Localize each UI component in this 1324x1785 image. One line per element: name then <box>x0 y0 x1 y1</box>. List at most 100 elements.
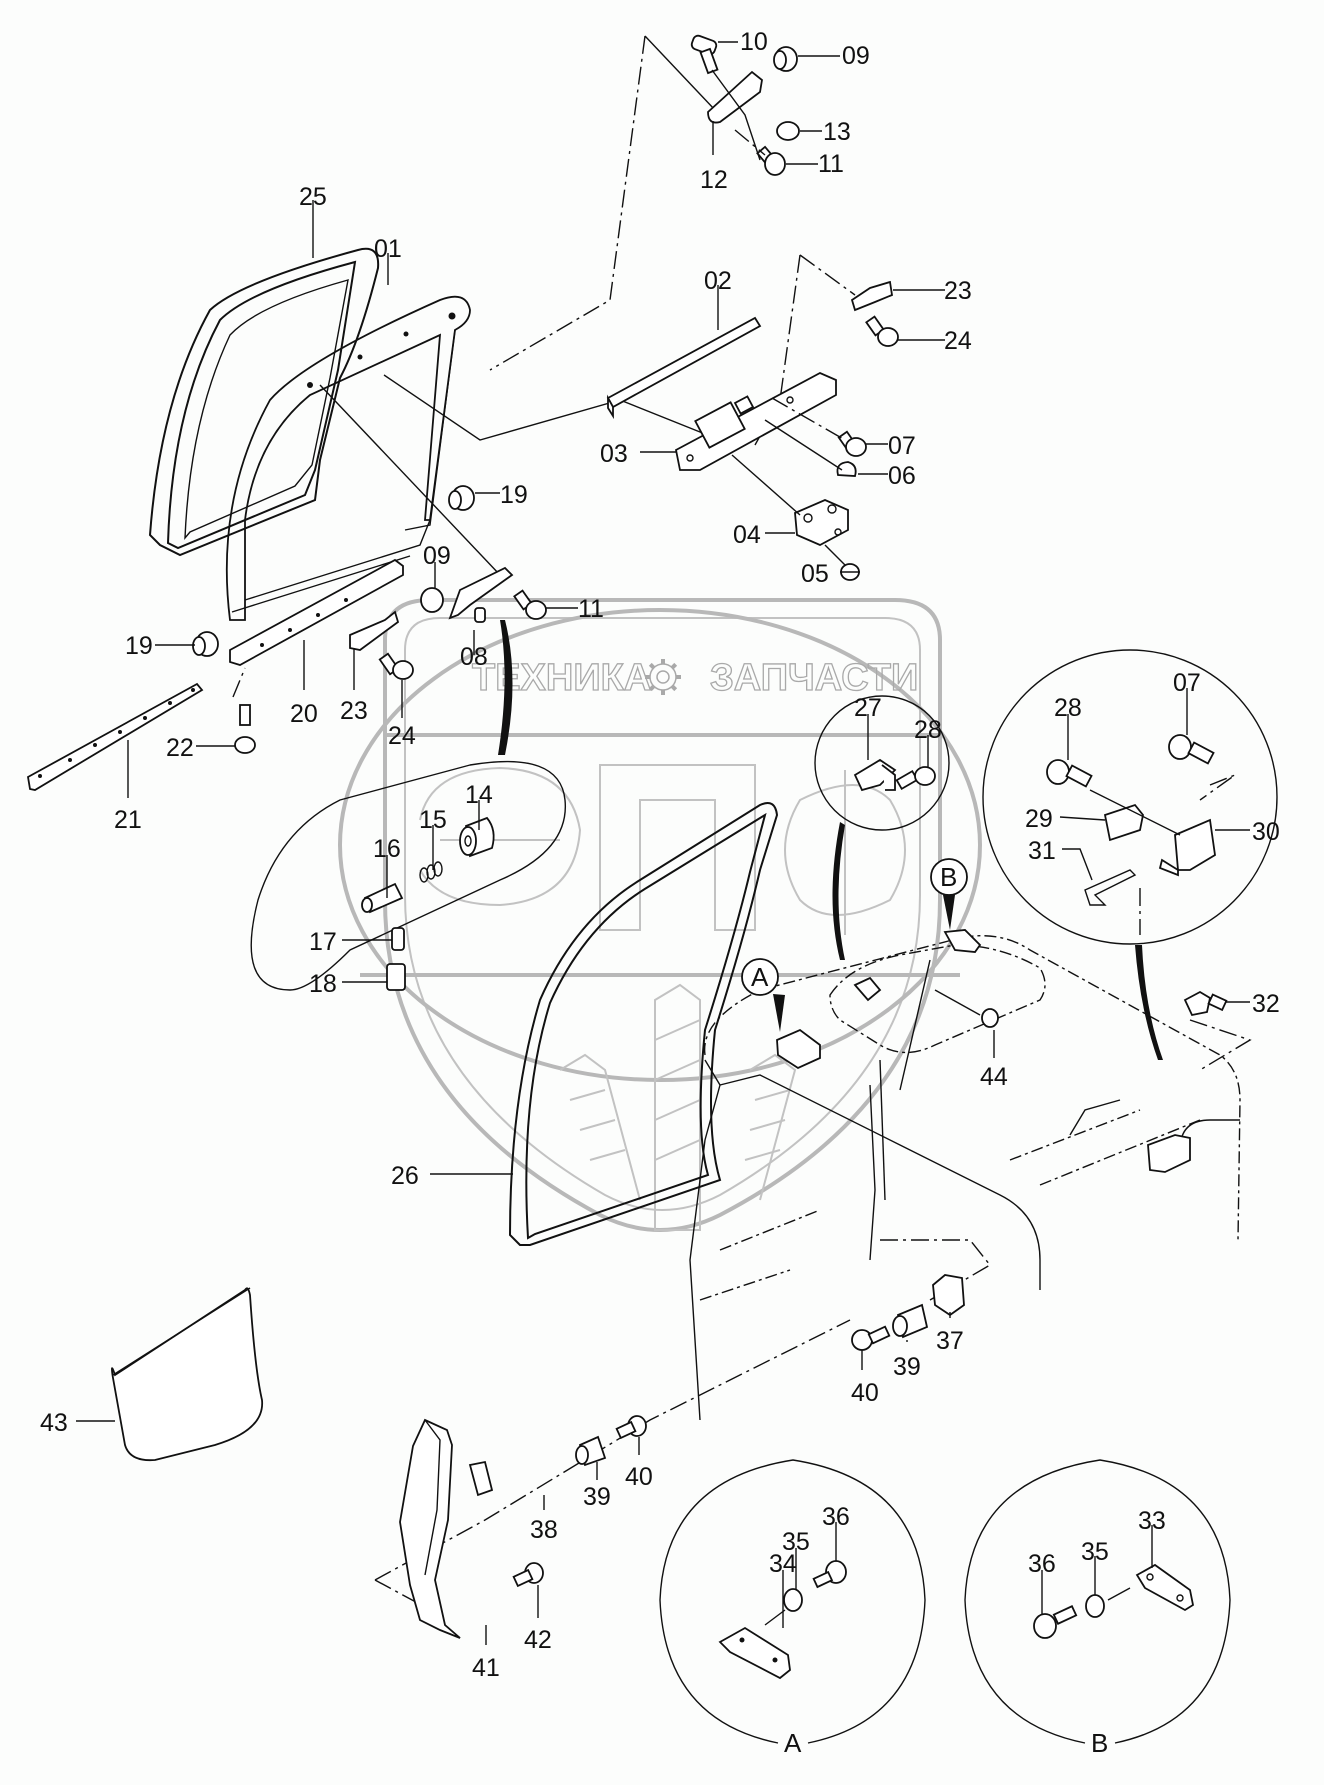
part-label: 28 <box>914 716 942 744</box>
detail-lock-parts <box>250 760 566 991</box>
part-label: 07 <box>888 432 916 460</box>
part-label: 37 <box>936 1327 964 1355</box>
part-label: 35 <box>782 1528 810 1556</box>
part-label: 04 <box>733 521 761 549</box>
cab-body <box>689 935 1241 1421</box>
part-label: 24 <box>388 722 416 750</box>
part-label: 28 <box>1054 694 1082 722</box>
part-label: 17 <box>309 928 337 956</box>
watermark-text-right: ЗАПЧАСТИ <box>710 657 918 699</box>
bushing-icon <box>448 485 475 511</box>
part-bracket <box>349 610 400 651</box>
bolt-icon <box>378 652 414 680</box>
part-label: 30 <box>1252 818 1280 846</box>
detail-view-B-caption: B <box>1091 1728 1108 1758</box>
bushing-icon <box>192 631 219 657</box>
part-label: 23 <box>944 277 972 305</box>
detail-marker-B-label: B <box>940 862 957 892</box>
part-hinge-arm <box>674 372 837 471</box>
part-label: 36 <box>822 1503 850 1531</box>
part-mount-a <box>776 1028 821 1070</box>
part-label: 09 <box>842 42 870 70</box>
part-label: 19 <box>500 481 528 509</box>
bolt-icon <box>1033 1605 1078 1639</box>
pin-short-icon <box>391 927 405 951</box>
part-label: 21 <box>114 806 142 834</box>
part-label: 31 <box>1028 837 1056 865</box>
part-guide-strip <box>27 682 204 791</box>
part-label: 36 <box>1028 1550 1056 1578</box>
part-latch-37 <box>932 1274 965 1317</box>
detail-marker-A: A <box>741 958 785 1032</box>
part-striker-mount <box>853 976 882 1002</box>
spacer-icon <box>892 1303 929 1339</box>
bolt-icon <box>865 315 899 347</box>
detail-striker <box>814 695 950 960</box>
part-label: 10 <box>740 28 768 56</box>
part-label: 08 <box>460 643 488 671</box>
part-label: 18 <box>309 970 337 998</box>
part-label: 27 <box>854 694 882 722</box>
part-door-seal <box>508 802 779 1246</box>
detail-lock-bracket <box>982 649 1278 1060</box>
part-label: 02 <box>704 267 732 295</box>
part-label: 29 <box>1025 805 1053 833</box>
watermark-shield-inner <box>404 617 921 1211</box>
part-label: 39 <box>893 1353 921 1381</box>
part-lock-bracket-cab <box>1147 1134 1191 1173</box>
part-lower-rail <box>229 558 404 666</box>
part-label: 35 <box>1081 1538 1109 1566</box>
bolt-icon <box>1046 759 1093 788</box>
cap-icon <box>836 461 857 477</box>
part-door-frame <box>225 295 471 621</box>
part-label: 13 <box>823 118 851 146</box>
part-label: 44 <box>980 1063 1008 1091</box>
part-label: 43 <box>40 1409 68 1437</box>
part-label: 19 <box>125 632 153 660</box>
part-label: 11 <box>578 595 604 623</box>
spacer-icon <box>575 1435 607 1467</box>
spacer-icon <box>1085 1594 1105 1618</box>
detail-view-A: A <box>659 1459 926 1758</box>
callout-pointer <box>498 620 513 755</box>
part-hinge-block <box>794 499 849 546</box>
part-door-glass <box>148 247 380 557</box>
part-label: 05 <box>801 560 829 588</box>
spacer-icon <box>783 1588 803 1612</box>
part-upper-rail <box>606 316 762 420</box>
spring-icon <box>419 861 443 883</box>
hinge-pin-icon <box>824 544 860 581</box>
bolt-icon <box>234 704 256 754</box>
part-labels: 10 09 13 11 12 25 01 02 23 24 03 07 06 1… <box>40 28 1280 1682</box>
part-lower-hinge <box>399 1418 461 1639</box>
bolt-icon <box>512 1562 544 1588</box>
callout-pointer <box>832 822 845 960</box>
part-label: 15 <box>419 806 447 834</box>
part-label: 39 <box>583 1483 611 1511</box>
part-group-upper-hinge <box>690 34 800 176</box>
part-label: 14 <box>465 781 493 809</box>
part-label: 09 <box>423 542 451 570</box>
stopper-icon <box>1183 990 1228 1017</box>
part-label: 33 <box>1138 1507 1166 1535</box>
bushing-icon <box>773 46 798 72</box>
bolt-icon <box>615 1415 647 1440</box>
bolt-icon <box>812 1560 847 1589</box>
part-label: 03 <box>600 440 628 468</box>
bolt-icon <box>1168 734 1215 765</box>
watermark-text-left: ТЕХНИКА <box>472 657 651 699</box>
pin-icon <box>361 882 404 914</box>
pin-icon <box>934 989 999 1028</box>
part-label: 32 <box>1252 990 1280 1018</box>
detail-view-B: B <box>964 1459 1231 1758</box>
part-label: 20 <box>290 700 318 728</box>
part-label: 42 <box>524 1626 552 1654</box>
part-label: 25 <box>299 183 327 211</box>
part-label: 24 <box>944 327 972 355</box>
bolt-icon <box>837 430 867 457</box>
part-label: 01 <box>374 235 402 263</box>
part-label: 12 <box>700 166 728 194</box>
part-mount-b <box>943 929 982 953</box>
watermark-gear-icon <box>645 659 681 695</box>
part-label: 40 <box>625 1463 653 1491</box>
